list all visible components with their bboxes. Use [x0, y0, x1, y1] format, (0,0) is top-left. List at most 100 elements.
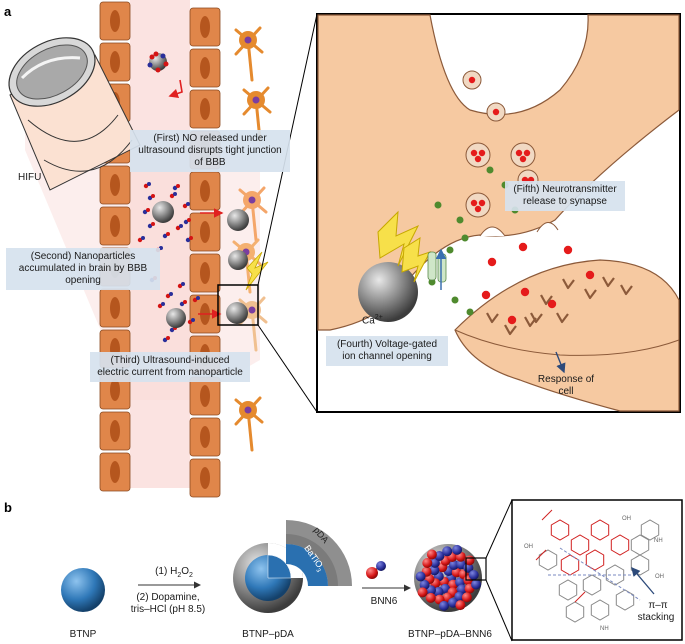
aromatic-ring	[558, 579, 578, 601]
synaptic-vesicle	[465, 142, 491, 168]
aromatic-ring	[640, 519, 660, 541]
aromatic-ring	[582, 574, 602, 596]
shell-inset	[286, 520, 352, 586]
receptor	[504, 324, 517, 336]
no-molecule	[159, 246, 163, 250]
bnn6-unit	[426, 549, 437, 560]
calcium-label: Ca2+	[362, 314, 392, 327]
step3-label: (Third) Ultrasound-induced electric curr…	[90, 352, 250, 382]
no-molecule	[181, 282, 185, 286]
bnn6-unit	[468, 570, 479, 580]
no-molecule	[151, 194, 155, 198]
btnp-pda-particle	[233, 543, 303, 613]
nanoparticle-brain-1	[227, 209, 249, 231]
aromatic-ring	[590, 519, 610, 541]
neuron-nucleus	[248, 196, 256, 204]
neurotransmitter	[474, 155, 482, 163]
released-neurotransmitter	[520, 287, 530, 297]
no-molecule	[187, 319, 193, 325]
neurotransmitter	[492, 108, 500, 116]
green-ion	[461, 234, 469, 242]
lightning-bolt-small	[245, 251, 269, 291]
no-molecule	[157, 303, 163, 309]
zoom-line-b-bottom	[485, 579, 513, 642]
no-molecule	[165, 293, 171, 299]
aromatic-ring	[590, 599, 610, 621]
zoom-line-bottom	[257, 324, 318, 413]
step4-label: (Fourth) Voltage-gated ion channel openi…	[326, 336, 448, 366]
aromatic-ring	[550, 519, 570, 541]
synaptic-vesicle	[510, 142, 536, 168]
cell-nucleus	[200, 385, 210, 407]
nanoparticle-brain-3	[226, 302, 248, 324]
no-molecule	[173, 192, 177, 196]
stacking-line	[559, 547, 641, 601]
nanoparticle-crossing-2	[166, 308, 186, 328]
neurotransmitter	[474, 205, 482, 213]
neuron-nucleus	[252, 96, 260, 104]
btnp-pda-label: BTNP–pDA	[242, 629, 294, 640]
oh-label: OH	[655, 574, 664, 580]
no-molecule	[146, 208, 150, 212]
neurotransmitter	[523, 149, 531, 157]
aromatic-ring	[610, 534, 630, 556]
bnn6-unit	[455, 600, 466, 611]
cell-nucleus	[110, 215, 120, 237]
green-ion	[456, 216, 464, 224]
cell-nucleus	[200, 467, 210, 489]
vesicle-fusion-pore-1	[479, 226, 506, 237]
pi-stacking-label-1: π–π	[648, 600, 668, 611]
no-molecule	[179, 301, 185, 307]
reaction-step1-label: (1) H2O2	[134, 566, 214, 580]
zoom-source-box	[217, 284, 259, 326]
btnp-pda-bnn6-particle	[414, 544, 482, 612]
cell-nucleus	[110, 174, 120, 196]
no-molecule	[187, 218, 191, 222]
postsynaptic-receptors	[486, 276, 633, 336]
receptor	[620, 284, 633, 296]
no-molecule	[185, 237, 191, 243]
no-molecule	[143, 183, 149, 189]
bnn6-label: BNN6	[370, 596, 398, 607]
step2-label: (Second) Nanoparticles accumulated in br…	[6, 248, 160, 290]
nanoparticle-brain-2	[228, 250, 248, 270]
released-neurotransmitter	[507, 315, 517, 325]
cell-nucleus	[200, 180, 210, 202]
reaction-step1-sub: 2	[177, 572, 182, 579]
receptor	[562, 278, 575, 290]
nh-label: NH	[600, 626, 609, 632]
green-ion	[434, 201, 442, 209]
aromatic-ring	[615, 589, 635, 611]
nanoparticle-zoom	[358, 262, 418, 322]
bnn6-unit	[429, 565, 440, 576]
bnn6-unit	[439, 600, 449, 611]
receptor	[556, 312, 569, 324]
bnn6-unit	[454, 591, 465, 602]
green-ion	[486, 166, 494, 174]
bnn6-unit	[415, 571, 426, 582]
no-molecule	[192, 297, 198, 303]
neuron-nucleus	[244, 406, 252, 414]
pi-stacking-label-2: stacking	[637, 612, 675, 623]
no-molecule	[183, 219, 189, 225]
molecular-structure-panel	[511, 499, 683, 641]
calcium-symbol: Ca	[362, 315, 375, 327]
reaction-step1-sub2: 2	[189, 572, 193, 579]
no-molecule	[172, 185, 178, 191]
bond	[574, 591, 586, 603]
no-molecule	[189, 236, 193, 240]
receptor	[540, 294, 553, 306]
bnn6-unit	[471, 579, 482, 590]
cell-nucleus	[110, 51, 120, 73]
cell-nucleus	[110, 420, 120, 442]
hifu-transducer	[8, 37, 141, 191]
no-molecule	[175, 225, 181, 231]
neurotransmitter	[515, 149, 523, 157]
no-molecule	[169, 327, 175, 333]
oh-label: OH	[622, 516, 631, 522]
no-molecule	[166, 336, 170, 340]
bnn6-molecule	[366, 561, 386, 579]
released-neurotransmitter	[585, 270, 595, 280]
green-ion	[466, 308, 474, 316]
neuron-nucleus	[248, 306, 256, 314]
